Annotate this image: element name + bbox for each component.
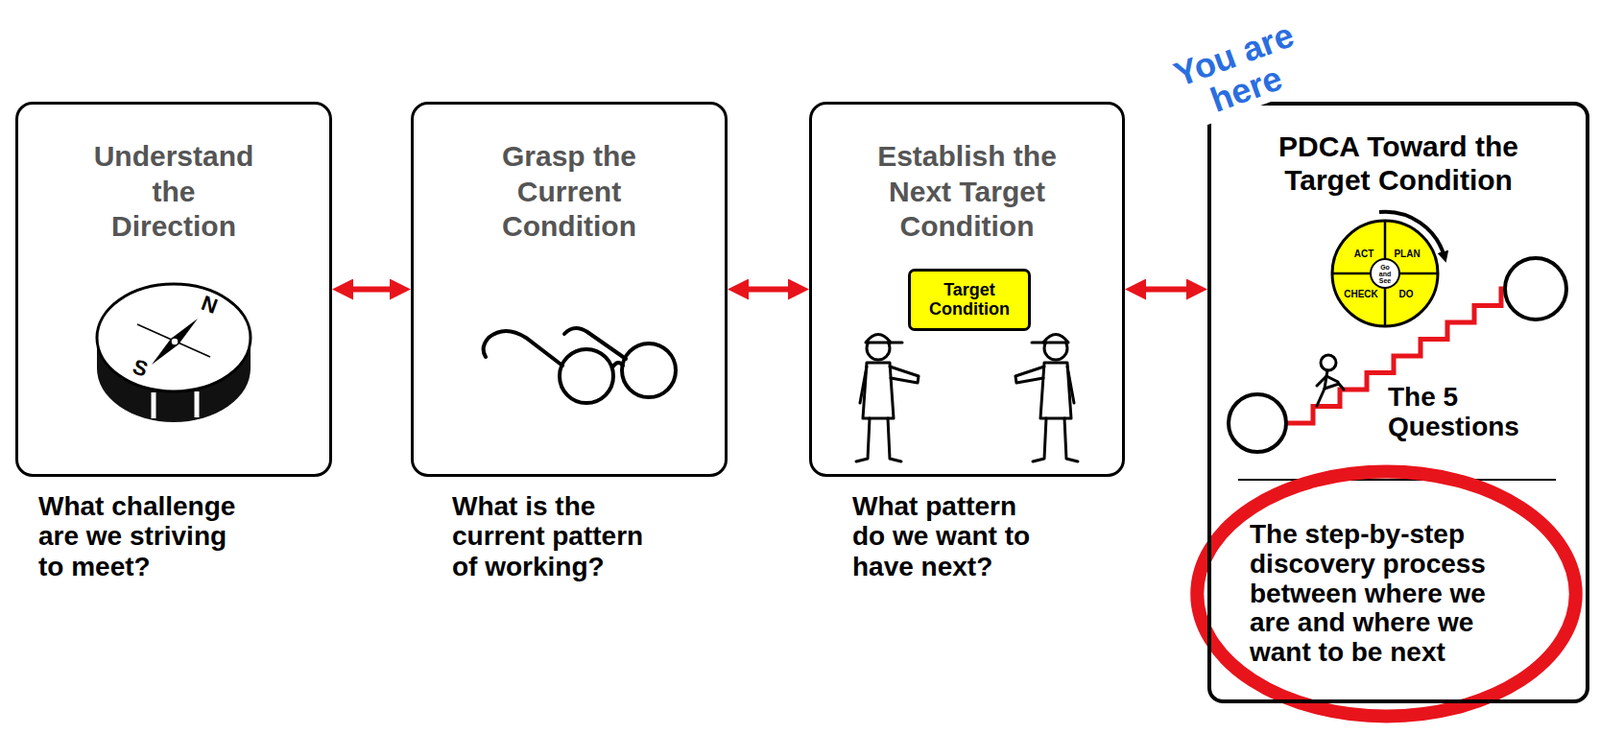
staircase-illustration <box>1228 258 1567 453</box>
compass-needle <box>151 318 198 365</box>
compass-stripe <box>194 391 200 418</box>
climber-figure <box>1316 355 1344 406</box>
stage-box: Understand the DirectionWhat challenge a… <box>15 101 333 478</box>
target-text: Target Condition <box>915 281 1024 320</box>
go-and-see-label: Go and See <box>1375 263 1395 285</box>
stage-heading: Grasp the Current Condition <box>473 139 666 245</box>
figure-arm <box>889 366 919 383</box>
wheel-hub <box>1370 259 1400 288</box>
stage-question: What pattern do we want to have next? <box>852 491 1045 582</box>
start-circle <box>1228 394 1287 453</box>
connector-group <box>345 288 1195 290</box>
climber-leg <box>1316 388 1325 406</box>
figure-cap-brim <box>888 341 903 345</box>
pdca-wheel <box>1332 212 1445 327</box>
divider-rule <box>1238 478 1556 481</box>
stage-box: Grasp the Current ConditionWhat is the c… <box>410 101 728 478</box>
climber-head <box>1320 355 1337 371</box>
wheel-divider <box>1332 220 1438 327</box>
climber-arms <box>1316 376 1338 386</box>
wheel-rim <box>1332 220 1438 327</box>
figure-leg <box>856 418 870 462</box>
compass-face <box>96 284 251 392</box>
worker-figure <box>856 334 919 463</box>
glasses-icon <box>483 328 676 404</box>
pdca-quadrant-label: ACT <box>1351 249 1377 260</box>
glasses-temple <box>483 331 563 366</box>
compass-pivot <box>170 337 179 346</box>
five-questions-text: The 5 Questions <box>1387 382 1547 443</box>
target-condition-box: Target Condition <box>907 268 1031 332</box>
stage-heading: Understand the Direction <box>92 139 256 245</box>
pdca-heading: PDCA Toward the Target Condition <box>1264 130 1533 197</box>
highlight-ellipse <box>1196 472 1577 717</box>
double-arrow-connector <box>740 286 796 293</box>
discovery-text: The step-by-step discovery process betwe… <box>1249 520 1524 669</box>
pdca-quadrant-label: PLAN <box>1391 249 1423 260</box>
figure-cap <box>865 334 891 344</box>
glasses-bridge <box>612 362 623 368</box>
stage-box: Target Condition Establish the Next Targe… <box>809 101 1125 478</box>
figure-leg <box>887 418 902 462</box>
climber-leg <box>1324 383 1344 390</box>
you-are-here-note: You are here <box>1150 8 1329 136</box>
compass-icon <box>96 284 251 423</box>
glasses-temple <box>564 328 626 359</box>
figure-body <box>862 362 894 419</box>
glasses-lens <box>559 349 614 404</box>
goal-circle <box>1504 258 1567 320</box>
stage-question: What challenge are we striving to meet? <box>38 491 252 582</box>
compass-line <box>137 324 211 358</box>
stage-heading: Establish the Next Target Condition <box>863 139 1071 245</box>
current-stage-box: PDCA Toward the Target ConditionThe 5 Qu… <box>1207 101 1590 704</box>
figure-arm <box>859 366 867 404</box>
pdca-quadrant-label: DO <box>1396 289 1416 300</box>
stage-question: What is the current pattern of working? <box>452 491 675 582</box>
pdca-quadrant-label: CHECK <box>1341 289 1381 300</box>
double-arrow-connector <box>1138 286 1195 293</box>
worker-figure <box>1015 334 1078 463</box>
glasses-lens <box>621 343 676 398</box>
compass-stripe <box>151 392 157 419</box>
double-arrow-connector <box>345 286 398 293</box>
